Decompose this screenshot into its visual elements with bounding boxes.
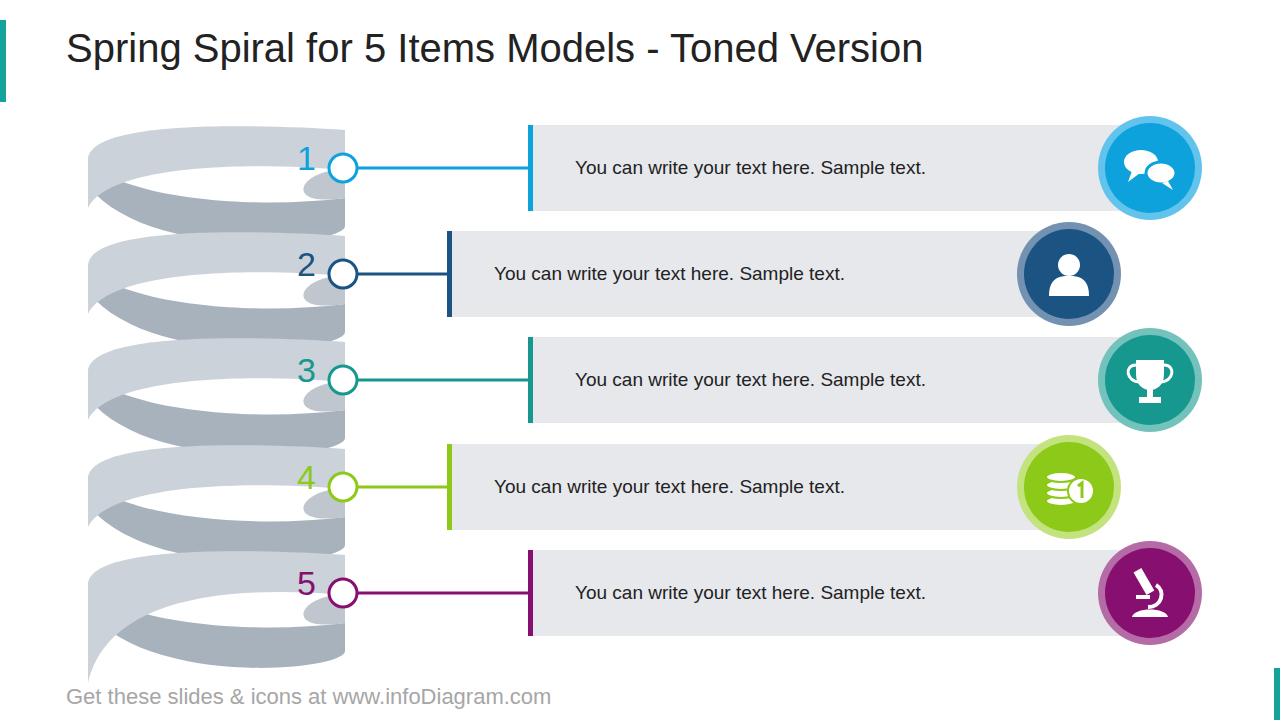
- box-fill: [447, 231, 1069, 317]
- accent-bar: [1274, 668, 1280, 720]
- marker-circle: [329, 473, 357, 501]
- accent-bar: [0, 20, 6, 102]
- icon-circle: [1105, 335, 1195, 425]
- trophy-icon: [1128, 365, 1172, 382]
- trophy-icon: [1139, 397, 1161, 403]
- bubble-icon: [1146, 162, 1176, 184]
- box-text: You can write your text here. Sample tex…: [575, 157, 926, 179]
- person-icon: [1049, 276, 1089, 296]
- icon-badge: [1098, 541, 1202, 645]
- text-box: You can write your text here. Sample tex…: [528, 550, 1150, 636]
- coin-icon: [1068, 478, 1094, 504]
- slide-title: Spring Spiral for 5 Items Models - Toned…: [66, 26, 923, 71]
- text-box: You can write your text here. Sample tex…: [447, 231, 1069, 317]
- text-box: You can write your text here. Sample tex…: [447, 444, 1069, 530]
- icon-circle: [1024, 229, 1114, 319]
- microscope-icon: [1136, 595, 1150, 599]
- box-fill: [528, 550, 1150, 636]
- bubble-icon: [1162, 181, 1173, 190]
- watermark: Get these slides & icons at www.infoDiag…: [66, 684, 551, 710]
- spiral-band: [88, 338, 345, 420]
- callout-number: 5: [256, 563, 316, 603]
- icon-ring: [1017, 435, 1121, 539]
- box-fill: [528, 125, 1150, 211]
- icon-badge: [1017, 435, 1121, 539]
- icon-badge: [1098, 116, 1202, 220]
- microscope-icon: [1134, 568, 1155, 595]
- microscope-icon: [1132, 610, 1168, 618]
- coin-icon: [1078, 483, 1082, 498]
- marker-circle: [329, 260, 357, 288]
- leader-line: [357, 167, 528, 170]
- icon-ring: [1098, 541, 1202, 645]
- callout-number: 1: [256, 138, 316, 178]
- callout-number: 2: [256, 244, 316, 284]
- spiral-band: [88, 551, 345, 683]
- icon-circle: [1105, 548, 1195, 638]
- callout-number: 3: [256, 350, 316, 390]
- spiral-band: [88, 445, 345, 527]
- microscope-icon: [1148, 585, 1162, 607]
- box-fill: [528, 337, 1150, 423]
- icon-badge: [1098, 328, 1202, 432]
- marker-circle: [329, 154, 357, 182]
- leader-line: [357, 273, 447, 276]
- leader-line: [357, 379, 528, 382]
- box-text: You can write your text here. Sample tex…: [494, 476, 845, 498]
- text-box: You can write your text here. Sample tex…: [528, 337, 1150, 423]
- box-fill: [447, 444, 1069, 530]
- marker-circle: [329, 579, 357, 607]
- box-text: You can write your text here. Sample tex…: [575, 582, 926, 604]
- icon-ring: [1098, 328, 1202, 432]
- leader-line: [357, 592, 528, 595]
- icon-badge: [1017, 222, 1121, 326]
- icon-circle: [1024, 442, 1114, 532]
- icon-ring: [1098, 116, 1202, 220]
- marker-circle: [329, 366, 357, 394]
- text-box: You can write your text here. Sample tex…: [528, 125, 1150, 211]
- box-layer: [329, 125, 1150, 636]
- icon-ring: [1017, 222, 1121, 326]
- bubble-icon: [1128, 171, 1140, 182]
- callout-number: 4: [256, 457, 316, 497]
- trophy-icon: [1147, 389, 1153, 398]
- icon-layer: [1017, 116, 1202, 645]
- icon-circle: [1105, 123, 1195, 213]
- box-text: You can write your text here. Sample tex…: [494, 263, 845, 285]
- spiral-band: [88, 232, 345, 314]
- spiral-band: [88, 126, 345, 208]
- trophy-icon: [1136, 360, 1164, 390]
- person-icon: [1058, 254, 1080, 276]
- spring-spiral: [88, 126, 345, 683]
- leader-line: [357, 486, 447, 489]
- box-text: You can write your text here. Sample tex…: [575, 369, 926, 391]
- coin-icon: [1046, 472, 1076, 482]
